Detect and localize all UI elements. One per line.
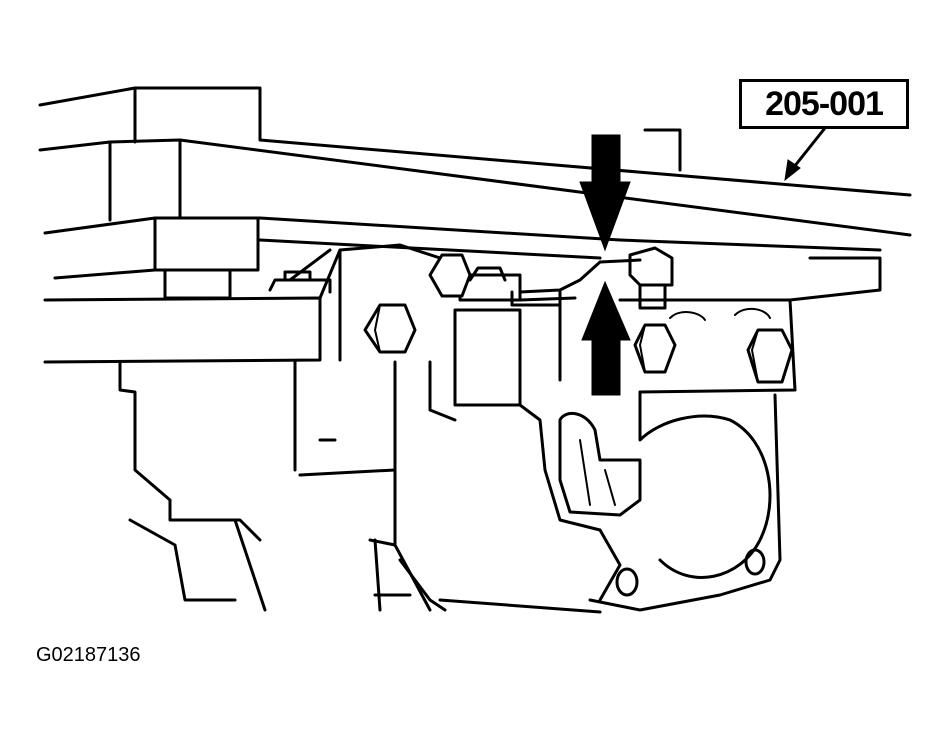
small-stud-middle [468,266,562,307]
bearing-bore [558,390,782,612]
bolt-right-inner [633,323,677,374]
figure-id-label: G02187136 [36,644,141,666]
callout-leader [784,126,827,182]
downward-pressure-arrow [579,134,631,252]
housing-top [43,243,642,407]
mounting-hole-lower-left [615,567,639,597]
tool-number-callout: 205-001 [739,79,909,129]
bolt-left [363,303,417,354]
small-stud-left [268,270,332,294]
upward-pressure-arrow [581,280,631,396]
bolt-right-outer [746,328,794,384]
locating-pin [628,128,682,310]
tool-bar-upper [38,86,912,237]
bolt-middle [428,253,472,298]
housing-base [373,593,602,614]
mounting-hole-lower-right [744,548,766,576]
housing-body [118,360,602,612]
flange-right [618,298,797,394]
